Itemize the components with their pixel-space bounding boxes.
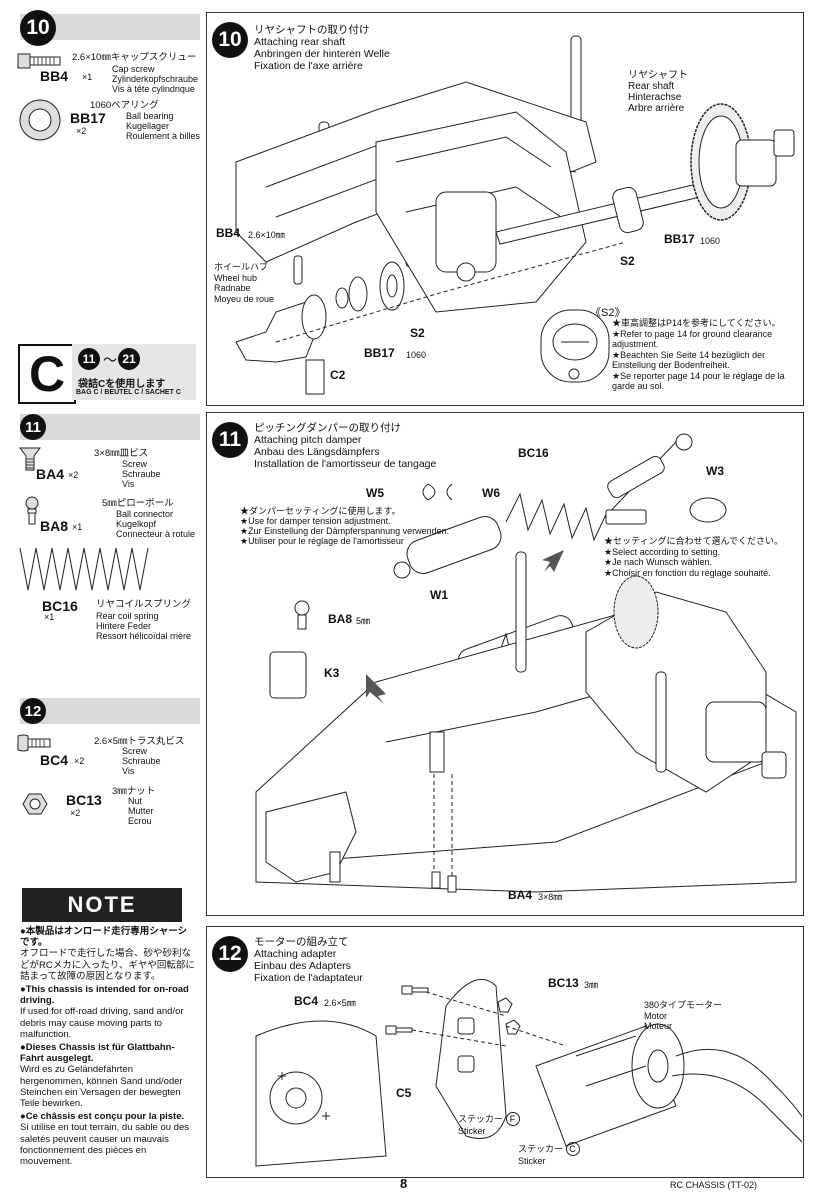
bc4-qty: ×2 — [74, 756, 85, 766]
note-body: ●本製品はオンロード走行専用シャーシです。オフロードで走行した場合、砂や砂利など… — [20, 926, 196, 1167]
bb17-qty: ×2 — [76, 126, 87, 136]
coil-spring-icon — [19, 547, 149, 591]
bb17-desc: Ball bearing Kugellager Roulement à bill… — [126, 111, 201, 141]
motor-assembly-illustration — [255, 978, 802, 1167]
panel12-bc4: BC4 — [294, 994, 319, 1008]
bb4-jp: 2.6×10㎜キャップスクリュー — [72, 52, 197, 63]
bc16-qty: ×1 — [44, 612, 55, 622]
bc13-desc: Nut Mutter Ecrou — [128, 796, 154, 826]
bb17-code: BB17 — [70, 110, 106, 126]
ba4-desc: Screw Schraube Vis — [122, 459, 161, 489]
step12-number: 12 — [20, 698, 46, 724]
rear-shaft-assembly-illustration — [235, 35, 795, 395]
truss-screw-icon — [17, 734, 51, 752]
ba8-jp: 5㎜ピローボール — [102, 498, 174, 509]
bb4-code: BB4 — [40, 68, 69, 84]
bc4-jp: 2.6×5㎜トラス丸ビス — [94, 736, 185, 747]
s2-callout-title: 《S2》 — [590, 307, 626, 319]
bb17-jp: 1060ベアリング — [90, 100, 159, 111]
panel11-ba8-size: 5㎜ — [356, 616, 371, 626]
wheel-hub-label: ホイールハブ Wheel hub Radnabe Moyeu de roue — [214, 262, 275, 304]
panel11-w3: W3 — [706, 464, 724, 478]
panel12-bc13-size: 3㎜ — [584, 980, 599, 990]
bag-ml: BAG C / BEUTEL C / SACHET C — [76, 389, 181, 396]
bc4-code: BC4 — [40, 752, 69, 768]
panel10-bb17-right: BB17 — [664, 232, 695, 246]
panel10-bb17-left-size: 1060 — [406, 350, 427, 360]
panel11-bc16: BC16 — [518, 446, 549, 460]
bag-range-sep: ～ — [103, 352, 117, 368]
bag-range-to: 21 — [118, 348, 140, 370]
flat-screw-icon — [19, 447, 41, 471]
footer-model: RC CHASSIS (TT-02) — [670, 1180, 758, 1190]
pitch-damper-illustration — [255, 433, 797, 893]
panel12-title: モーターの組み立て Attaching adapter Einbau des A… — [254, 936, 363, 984]
note-item-1: ●本製品はオンロード走行専用シャーシです。オフロードで走行した場合、砂や砂利など… — [20, 926, 195, 982]
panel10-title: リヤシャフトの取り付け Attaching rear shaft Anbring… — [254, 24, 390, 72]
panel11-w1: W1 — [430, 588, 448, 602]
panel10-bb17-right-size: 1060 — [700, 236, 721, 246]
ba4-jp: 3×8㎜皿ビス — [94, 448, 149, 459]
panel10-s2-left: S2 — [410, 326, 425, 340]
panel12-bc13: BC13 — [548, 976, 579, 990]
ba8-qty: ×1 — [72, 522, 83, 532]
ba4-code: BA4 — [36, 466, 65, 482]
cap-screw-icon — [17, 53, 61, 69]
panel11-ba4: BA4 — [508, 888, 533, 902]
bag-range-from: 11 — [78, 348, 100, 370]
bag-letter: C — [18, 344, 76, 404]
panel10-s2-right: S2 — [620, 254, 635, 268]
bc16-jp: リヤコイルスプリング — [96, 599, 192, 610]
sticker-c-label: ステッカー C Sticker — [518, 1142, 580, 1167]
note-item-3: ●Dieses Chassis ist für Glattbahn-Fahrt … — [20, 1042, 183, 1110]
note-title: NOTE — [22, 888, 182, 922]
sticker-f-label: ステッカー F Sticker — [458, 1112, 520, 1137]
setting-notes: ★セッティングに合わせて選んでください。 ★Select according t… — [604, 536, 784, 578]
ba8-code: BA8 — [40, 518, 69, 534]
bc13-qty: ×2 — [70, 808, 81, 818]
ba4-qty: ×2 — [68, 470, 79, 480]
bc13-jp: 3㎜ナット — [112, 786, 156, 797]
ba8-desc: Ball connector Kugelkopf Connecteur à ro… — [116, 509, 196, 539]
hex-nut-icon — [22, 793, 48, 815]
bb4-desc: Cap screw Zylinderkopfschraube Vis à têt… — [112, 64, 199, 94]
ball-connector-icon — [25, 496, 39, 525]
panel11-w6: W6 — [482, 486, 500, 500]
panel10-bb4-size: 2.6×10㎜ — [248, 230, 285, 240]
damper-notes: ★ダンパーセッティングに使用します。 ★Use for damper tensi… — [240, 506, 450, 546]
panel11-w5: W5 — [366, 486, 384, 500]
panel11-number: 11 — [212, 422, 248, 458]
step11-number: 11 — [20, 414, 46, 440]
bag-jp: 袋詰Cを使用します — [78, 379, 166, 390]
note-item-4: ●Ce châssis est conçu pour la piste.Si u… — [20, 1111, 189, 1168]
bb4-qty: ×1 — [82, 72, 93, 82]
panel10-c2: C2 — [330, 368, 346, 382]
panel10-bb4: BB4 — [216, 226, 241, 240]
panel10-bb17-left: BB17 — [364, 346, 395, 360]
ball-bearing-icon — [19, 99, 61, 141]
page-number: 8 — [400, 1176, 408, 1191]
bc16-desc: Rear coil spring Hintere Feder Ressort h… — [96, 611, 192, 641]
panel12-c5: C5 — [396, 1086, 412, 1100]
panel11-ba4-size: 3×8㎜ — [538, 892, 563, 902]
step11-header-bar — [20, 414, 200, 440]
panel11-k3: K3 — [324, 666, 340, 680]
panel11-ba8: BA8 — [328, 612, 353, 626]
s2-notes: ★車高調整はP14を参考にしてください。 ★Refer to page 14 f… — [612, 318, 785, 391]
step12-header-bar — [20, 698, 200, 724]
bc16-code: BC16 — [42, 598, 78, 614]
bc13-code: BC13 — [66, 792, 102, 808]
panel12-bc4-size: 2.6×5㎜ — [324, 998, 356, 1008]
bc4-desc: Screw Schraube Vis — [122, 746, 161, 776]
motor-label: 380タイプモーター Motor Moteur — [644, 1000, 723, 1031]
panel11-title: ピッチングダンパーの取り付け Attaching pitch damper An… — [254, 422, 437, 470]
rear-shaft-label: リヤシャフト Rear shaft Hinterachse Arbre arri… — [628, 70, 688, 114]
note-item-2: ●This chassis is intended for on-road dr… — [20, 984, 189, 1040]
step10-number: 10 — [20, 10, 56, 46]
panel12-number: 12 — [212, 936, 248, 972]
panel10-number: 10 — [212, 22, 248, 58]
